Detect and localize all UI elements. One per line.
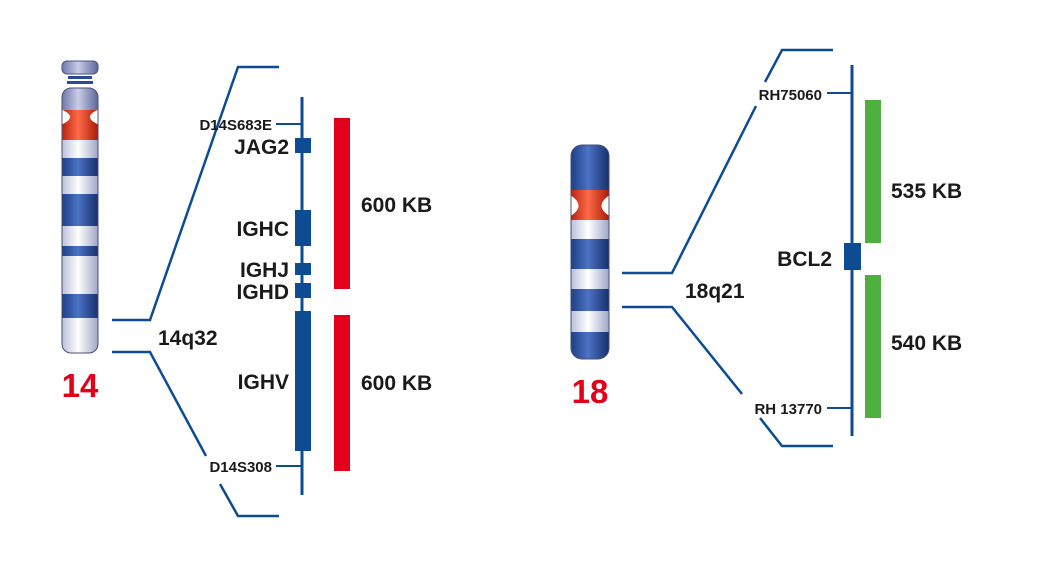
gene-label-bcl2: BCL2 — [777, 248, 832, 271]
gene-block-ighv — [295, 311, 311, 451]
gene-label-ighv: IGHV — [238, 371, 289, 394]
gene-block-bcl2 — [844, 243, 861, 270]
gene-label-ighc: IGHC — [237, 218, 290, 241]
marker-label-d14s308: D14S308 — [209, 459, 272, 476]
gene-block-ighj — [295, 263, 311, 275]
gene-block-ighc — [295, 210, 311, 246]
gene-label-ighd: IGHD — [237, 281, 290, 304]
gene-label-ighj: IGHJ — [240, 259, 289, 282]
region-size-lower-14: 600 KB — [361, 372, 432, 395]
region-size-lower-18: 540 KB — [891, 332, 962, 355]
chr14-locus-map — [276, 97, 350, 495]
probe-region-lower-18 — [865, 275, 881, 418]
chr18-band-connector — [622, 48, 833, 448]
chr14-band-label: 14q32 — [158, 327, 218, 350]
marker-label-rh13770: RH 13770 — [754, 401, 822, 418]
chr14-band-connector — [112, 65, 279, 518]
probe-region-upper-14 — [334, 118, 350, 289]
chromosome-18-label: 18 — [572, 373, 609, 410]
region-size-upper-18: 535 KB — [891, 180, 962, 203]
marker-label-d14s683e: D14S683E — [199, 117, 272, 134]
chromosome-18-ideogram — [567, 144, 613, 360]
chromosome-14-ideogram — [58, 60, 102, 354]
chr18-band-label: 18q21 — [685, 280, 745, 303]
probe-region-upper-18 — [865, 100, 881, 243]
gene-block-jag2 — [295, 138, 311, 153]
probe-region-lower-14 — [334, 315, 350, 471]
chromosome-14-label: 14 — [62, 367, 99, 404]
gene-label-jag2: JAG2 — [234, 136, 289, 159]
region-size-upper-14: 600 KB — [361, 194, 432, 217]
gene-block-ighd — [295, 283, 311, 298]
chr18-locus-map — [827, 65, 881, 436]
marker-label-rh75060: RH75060 — [759, 87, 822, 104]
